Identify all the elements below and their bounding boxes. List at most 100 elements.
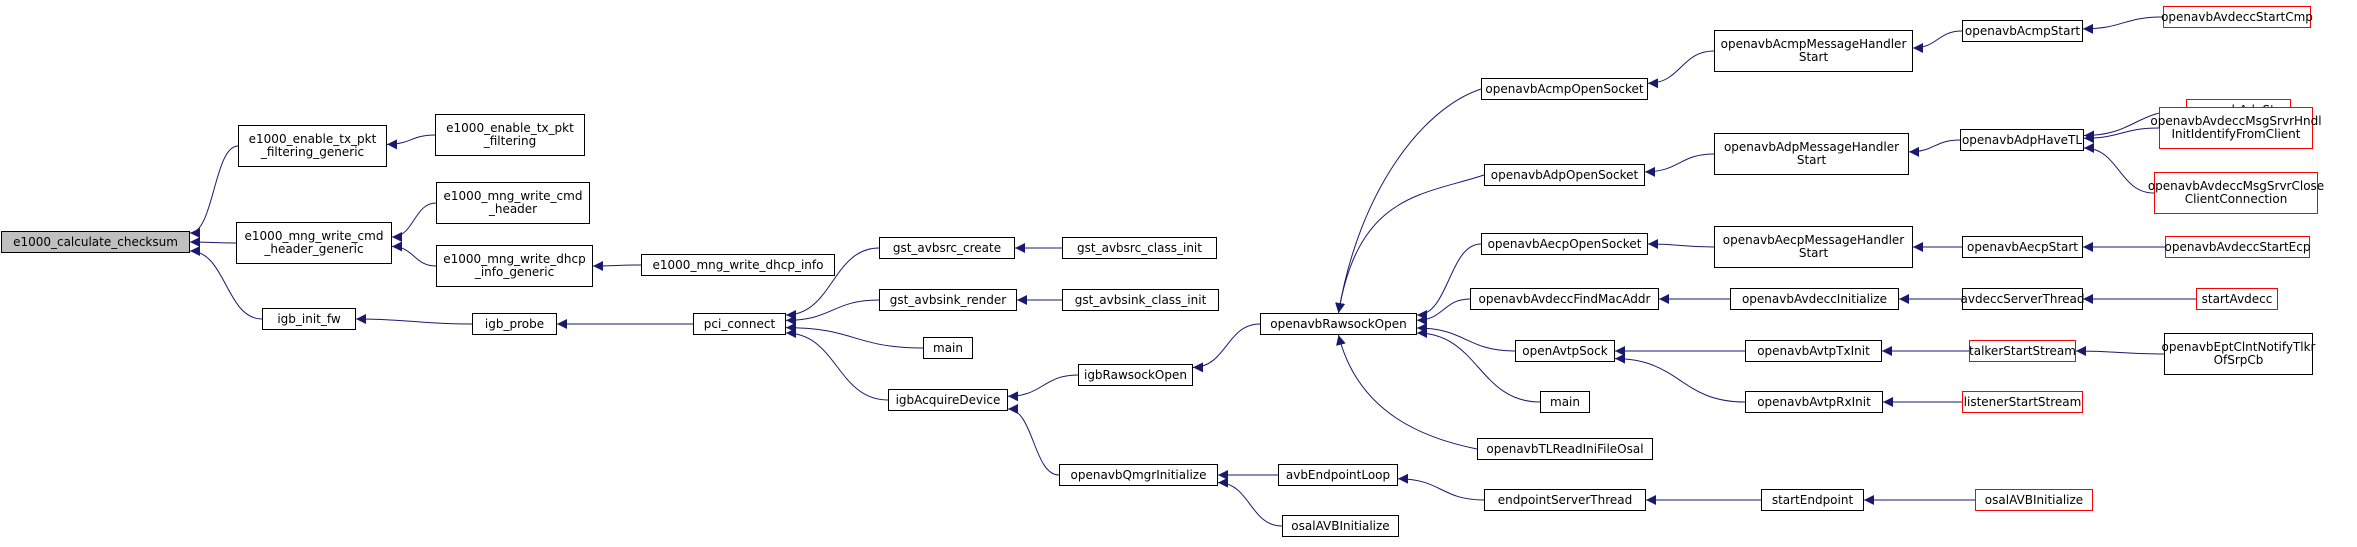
node-openavb-adp-open-socket[interactable]: openavbAdpOpenSocket xyxy=(1484,164,1645,186)
node-e1000-calculate-checksum[interactable]: e1000_calculate_checksum xyxy=(1,231,190,253)
node-label: openavbAecpOpenSocket xyxy=(1487,236,1642,251)
node-openavb-avtp-rx-init[interactable]: openavbAvtpRxInit xyxy=(1745,391,1883,413)
node-avdecc-server-thread[interactable]: avdeccServerThread xyxy=(1961,288,2084,310)
node-openavb-avdecc-initialize[interactable]: openavbAvdeccInitialize xyxy=(1730,288,1899,310)
node-openavb-acmp-start[interactable]: openavbAcmpStart xyxy=(1962,20,2083,42)
call-edge xyxy=(1908,139,1961,157)
node-label-line-2: _header xyxy=(488,202,538,216)
node-openavb-avdecc-start-cmp[interactable]: openavbAvdeccStartCmp xyxy=(2161,6,2313,28)
call-edge xyxy=(1007,404,1060,476)
node-label-line-2: OfSrpCb xyxy=(2213,353,2264,367)
node-label: openavbAcmpOpenSocket xyxy=(1485,81,1644,96)
node-gst-avbsink-class-init[interactable]: gst_avbsink_class_init xyxy=(1062,289,1219,311)
node-label: gst_avbsrc_create xyxy=(892,240,1002,255)
node-openavb-aecp-open-socket[interactable]: openavbAecpOpenSocket xyxy=(1481,233,1648,255)
call-edge xyxy=(1416,243,1482,320)
node-talker-start-stream[interactable]: talkerStartStream xyxy=(1969,340,2076,362)
node-start-endpoint[interactable]: startEndpoint xyxy=(1761,489,1864,511)
node-gst-avbsrc-create[interactable]: gst_avbsrc_create xyxy=(879,237,1015,259)
call-edge xyxy=(1192,323,1261,373)
node-label: openavbRawsockOpen xyxy=(1270,316,1407,331)
node-start-avdecc[interactable]: startAvdecc xyxy=(2196,288,2278,310)
node-label-line-2: Start xyxy=(1796,153,1827,167)
node-endpoint-server-thread[interactable]: endpointServerThread xyxy=(1484,489,1646,511)
node-e1000-mng-write-cmd-header-generic[interactable]: e1000_mng_write_cmd_header_generic xyxy=(236,222,392,264)
node-e1000-enable-tx-pkt-filtering[interactable]: e1000_enable_tx_pkt_filtering xyxy=(435,114,585,156)
node-openavb-adp-have-tl[interactable]: openavbAdpHaveTL xyxy=(1960,129,2084,151)
node-label: openavbTLReadIniFileOsal xyxy=(1486,441,1644,456)
node-label: openavbQmgrInitialize xyxy=(1070,467,1207,482)
node-openavb-aecp-start[interactable]: openavbAecpStart xyxy=(1962,236,2083,258)
node-label-line-2: Start xyxy=(1798,50,1829,64)
node-label-line-1: openavbAcmpMessageHandler xyxy=(1720,37,1907,51)
node-label: talkerStartStream xyxy=(1969,343,2076,358)
node-igb-probe[interactable]: igb_probe xyxy=(472,313,557,335)
call-edge xyxy=(785,328,889,401)
call-edge xyxy=(785,322,924,349)
node-label: startAvdecc xyxy=(2201,291,2273,306)
node-main[interactable]: main xyxy=(923,337,973,359)
node-label: openavbAdpOpenSocket xyxy=(1490,167,1639,182)
call-edge xyxy=(1416,328,1541,403)
node-osal-avb-initialize[interactable]: osalAVBInitialize xyxy=(1282,515,1399,537)
node-label: openavbAcmpStart xyxy=(1964,23,2081,38)
node-igb-rawsock-open[interactable]: igbRawsockOpen xyxy=(1078,364,1193,386)
call-edge xyxy=(1614,353,1746,403)
node-label-line-1: e1000_enable_tx_pkt xyxy=(248,132,377,146)
node-gst-avbsink-render[interactable]: gst_avbsink_render xyxy=(879,289,1017,311)
node-label-line-2: ClientConnection xyxy=(2184,192,2288,206)
node-label-line-1: e1000_mng_write_dhcp xyxy=(443,252,586,266)
node-openavb-tl-read-ini-file-osal[interactable]: openavbTLReadIniFileOsal xyxy=(1477,438,1653,460)
node-main-avtp[interactable]: main xyxy=(1540,391,1590,413)
call-edge xyxy=(1912,30,1963,53)
node-label: osalAVBInitialize xyxy=(1291,518,1390,533)
call-edge xyxy=(1007,374,1079,402)
node-label-line-2: InitIdentifyFromClient xyxy=(2171,127,2301,141)
node-label: openavbAdpHaveTL xyxy=(1961,132,2083,147)
call-edge xyxy=(1336,334,1478,450)
node-label: e1000_mng_write_dhcp_info xyxy=(652,257,824,272)
node-label: igbAcquireDevice xyxy=(895,392,1001,407)
node-openavb-avtp-tx-init[interactable]: openavbAvtpTxInit xyxy=(1745,340,1882,362)
node-label: avbEndpointLoop xyxy=(1285,467,1391,482)
node-openavb-acmp-open-socket[interactable]: openavbAcmpOpenSocket xyxy=(1481,78,1648,100)
node-listener-start-stream[interactable]: listenerStartStream xyxy=(1962,391,2083,413)
node-label-line-2: _header_generic xyxy=(264,242,364,256)
call-edge xyxy=(2083,142,2155,194)
node-e1000-mng-write-cmd-header[interactable]: e1000_mng_write_cmd_header xyxy=(436,182,590,224)
node-gst-avbsrc-class-init[interactable]: gst_avbsrc_class_init xyxy=(1062,237,1217,259)
node-openavb-avdecc-start-ecp[interactable]: openavbAvdeccStartEcp xyxy=(2165,236,2310,258)
node-e1000-mng-write-dhcp-info[interactable]: e1000_mng_write_dhcp_info xyxy=(641,254,835,276)
node-label-line-2: Start xyxy=(1798,246,1829,260)
node-label: osalAVBInitialize xyxy=(1984,492,2084,507)
node-avb-endpoint-loop[interactable]: avbEndpointLoop xyxy=(1278,464,1398,486)
node-igb-init-fw[interactable]: igb_init_fw xyxy=(262,308,356,330)
node-label: openavbAecpStart xyxy=(1967,239,2078,254)
node-igb-acquire-device[interactable]: igbAcquireDevice xyxy=(888,389,1008,411)
call-edge xyxy=(785,247,880,320)
call-edge xyxy=(1335,88,1482,314)
node-label: endpointServerThread xyxy=(1497,492,1633,507)
node-label-line-1: e1000_mng_write_cmd xyxy=(443,189,583,203)
node-label: main xyxy=(1550,394,1580,409)
node-label: igbRawsockOpen xyxy=(1083,367,1187,382)
node-open-avtp-sock[interactable]: openAvtpSock xyxy=(1515,340,1615,362)
node-e1000-mng-write-dhcp-info-generic[interactable]: e1000_mng_write_dhcp_info_generic xyxy=(436,245,593,287)
node-label: openavbAvdeccStartEcp xyxy=(2164,239,2311,254)
node-openavb-avdecc-find-mac-addr[interactable]: openavbAvdeccFindMacAddr xyxy=(1470,288,1659,310)
node-pci-connect[interactable]: pci_connect xyxy=(693,313,786,335)
call-edge xyxy=(2075,346,2165,357)
call-edge xyxy=(2082,16,2164,34)
node-label-line-1: openavbAvdeccMsgSrvrHndl xyxy=(2150,114,2322,128)
node-openavb-qmgr-initialize[interactable]: openavbQmgrInitialize xyxy=(1059,464,1218,486)
node-osal-avb-initialize-truncated[interactable]: osalAVBInitialize xyxy=(1975,489,2093,511)
node-e1000-enable-tx-pkt-filtering-generic[interactable]: e1000_enable_tx_pkt_filtering_generic xyxy=(238,125,387,167)
node-openavb-rawsock-open[interactable]: openavbRawsockOpen xyxy=(1260,313,1417,335)
call-edge xyxy=(1416,298,1471,326)
